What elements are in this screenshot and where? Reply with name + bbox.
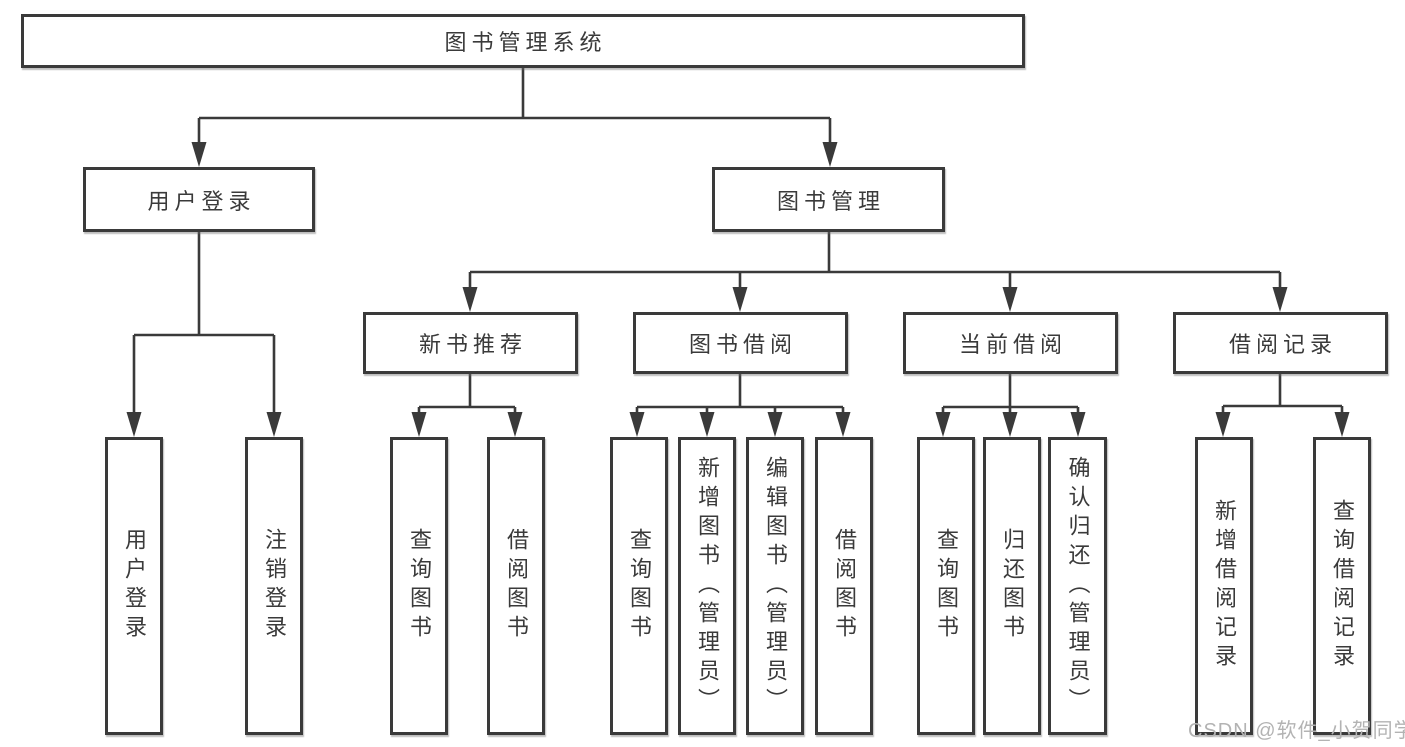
leaf-query-books-borrow: 查询图书 xyxy=(610,437,668,735)
leaf-add-borrow-record: 新增借阅记录 xyxy=(1195,437,1253,735)
node-book-borrowing-label: 图书借阅 xyxy=(688,332,797,357)
leaf-confirm-return-admin-label: 确认归还（管理员） xyxy=(1065,455,1091,717)
leaf-query-borrow-record-label: 查询借阅记录 xyxy=(1330,499,1355,673)
leaf-return-books: 归还图书 xyxy=(983,437,1041,735)
leaf-query-books-borrow-label: 查询图书 xyxy=(627,528,652,644)
node-book-management: 图书管理 xyxy=(712,167,945,232)
leaf-logout-label: 注销登录 xyxy=(262,528,287,644)
leaf-query-borrow-record: 查询借阅记录 xyxy=(1313,437,1371,735)
node-borrowing-records-label: 借阅记录 xyxy=(1228,332,1337,357)
leaf-query-books-recommend-label: 查询图书 xyxy=(407,528,432,644)
leaf-edit-books-admin-label: 编辑图书（管理员） xyxy=(763,455,788,717)
node-new-book-recommend: 新书推荐 xyxy=(363,312,578,374)
node-book-borrowing: 图书借阅 xyxy=(633,312,848,374)
leaf-user-login-label: 用户登录 xyxy=(122,528,147,644)
leaf-borrow-books: 借阅图书 xyxy=(815,437,873,735)
leaf-add-books-admin-label: 新增图书（管理员） xyxy=(695,455,720,717)
node-root: 图书管理系统 xyxy=(21,14,1025,68)
leaf-query-books-current-label: 查询图书 xyxy=(934,528,959,644)
leaf-borrow-books-recommend: 借阅图书 xyxy=(487,437,545,735)
watermark: CSDN @软件_小贺同学 xyxy=(1188,720,1405,742)
leaf-add-borrow-record-label: 新增借阅记录 xyxy=(1212,499,1237,673)
leaf-query-books-current: 查询图书 xyxy=(917,437,975,735)
leaf-borrow-books-recommend-label: 借阅图书 xyxy=(504,528,529,644)
node-borrowing-records: 借阅记录 xyxy=(1173,312,1388,374)
node-current-borrowing: 当前借阅 xyxy=(903,312,1118,374)
node-user-login: 用户登录 xyxy=(83,167,315,232)
leaf-add-books-admin: 新增图书（管理员） xyxy=(678,437,736,735)
leaf-confirm-return-admin: 确认归还（管理员） xyxy=(1048,437,1107,735)
leaf-user-login: 用户登录 xyxy=(105,437,163,735)
node-current-borrowing-label: 当前借阅 xyxy=(958,332,1067,357)
node-user-login-label: 用户登录 xyxy=(147,188,256,214)
node-book-management-label: 图书管理 xyxy=(776,188,885,214)
node-root-label: 图书管理系统 xyxy=(444,30,607,55)
leaf-query-books-recommend: 查询图书 xyxy=(390,437,448,735)
leaf-logout: 注销登录 xyxy=(245,437,303,735)
leaf-edit-books-admin: 编辑图书（管理员） xyxy=(746,437,804,735)
node-new-book-recommend-label: 新书推荐 xyxy=(418,332,527,357)
leaf-borrow-books-label: 借阅图书 xyxy=(832,528,857,644)
leaf-return-books-label: 归还图书 xyxy=(1000,528,1025,644)
